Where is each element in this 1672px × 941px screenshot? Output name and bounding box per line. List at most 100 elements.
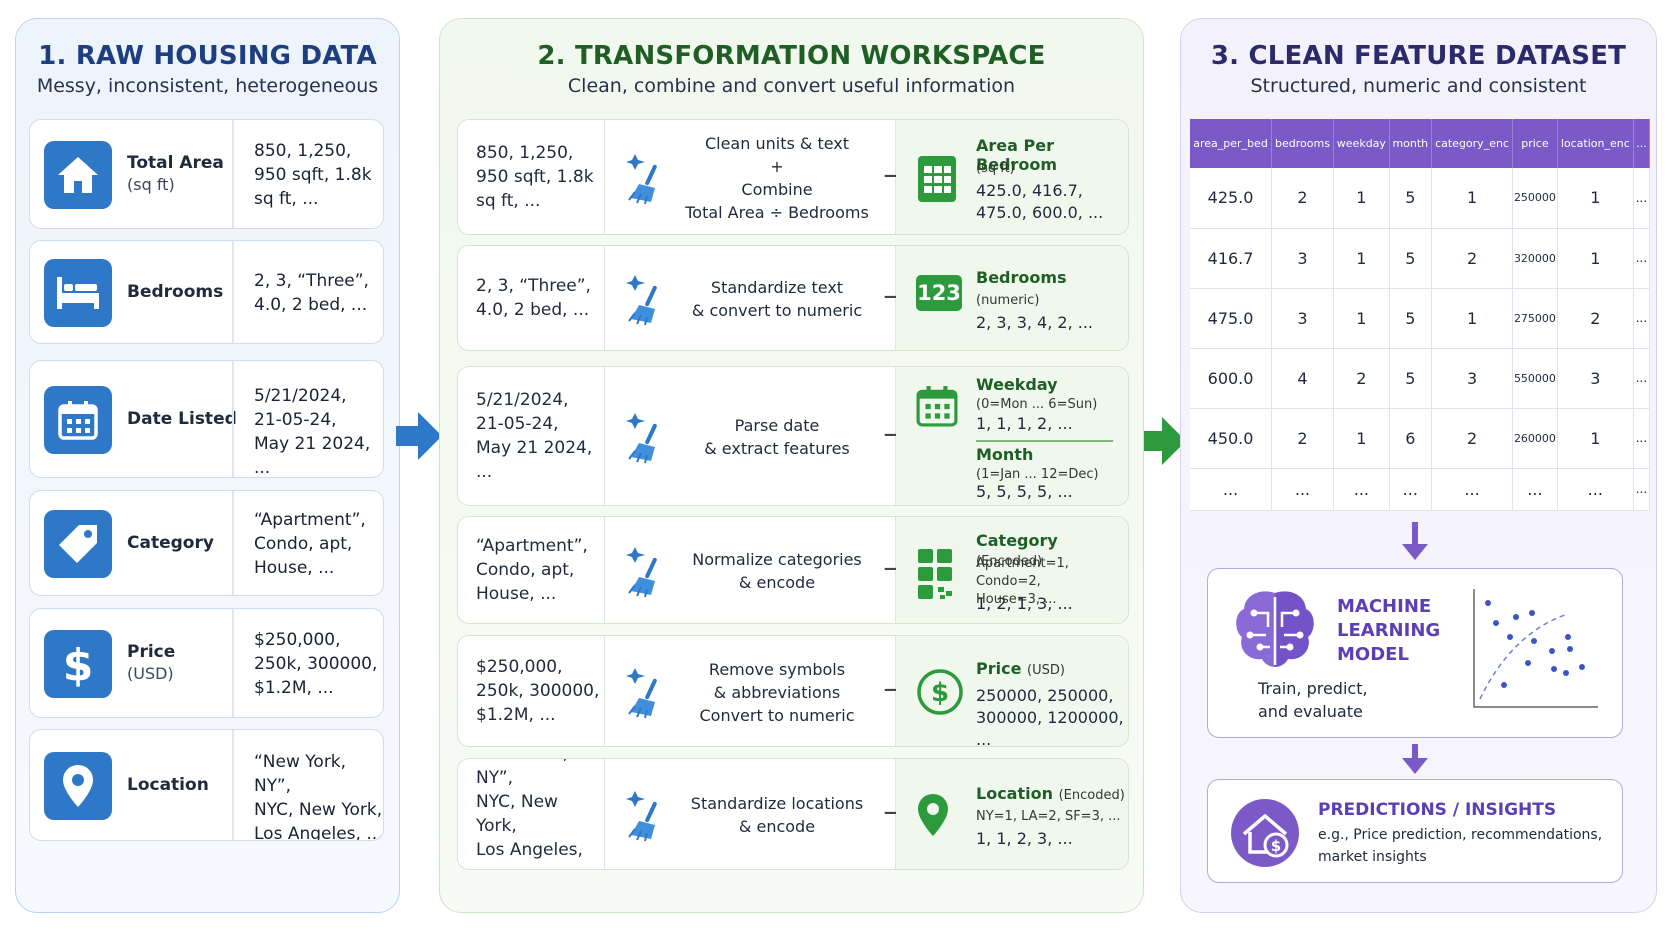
bed-icon [44, 259, 112, 327]
svg-text:$: $ [931, 678, 949, 708]
table-cell: 1 [1333, 288, 1390, 349]
table-cell: 2 [1431, 228, 1514, 289]
table-cell: ... [1633, 168, 1651, 229]
ml-model-box: MACHINE LEARNING MODEL Train, predict, a… [1207, 568, 1623, 738]
table-cell: ... [1190, 468, 1273, 511]
raw-panel-title: 1. RAW HOUSING DATA [38, 41, 377, 71]
table-cell: 250000 [1512, 168, 1558, 229]
transform-panel-title: 2. TRANSFORMATION WORKSPACE [537, 41, 1046, 71]
tag-icon [44, 510, 112, 578]
table-cell: ... [1633, 468, 1651, 511]
raw-row-bedrooms: Bedrooms 2, 3, “Three”, 4.0, 2 bed, ... [29, 240, 384, 344]
table-cell: 416.7 [1190, 228, 1273, 289]
calendar-icon [44, 386, 112, 454]
table-cell: ... [1389, 468, 1432, 511]
transform-row: $250,000, 250k, 300000, $1.2M, ... Remov… [457, 635, 1129, 747]
raw-row-values: 850, 1,250, 950 sqft, 1.8k sq ft, ... [254, 141, 372, 209]
grid-blocks-icon [916, 547, 956, 605]
column-header: category_enc [1431, 119, 1514, 168]
transform-output: $Price (USD) 250000, 250000, 300000, 120… [896, 636, 1128, 746]
output-title-2: Month [976, 445, 1034, 464]
broom-sparkle-icon [625, 409, 667, 469]
raw-row-label: Total Area(sq ft) [127, 153, 224, 194]
transform-step: Standardize text & convert to numeric → [605, 246, 905, 350]
transform-row: 5/21/2024, 21-05-24, May 21 2024, ... Pa… [457, 366, 1129, 506]
table-cell: ... [1633, 348, 1651, 409]
svg-text:$: $ [1271, 837, 1281, 855]
output-subtitle: (0=Mon ... 6=Sun) [976, 397, 1098, 412]
column-header: location_enc [1557, 119, 1634, 168]
table-cell: 3 [1431, 348, 1514, 409]
column-header: price [1512, 119, 1558, 168]
output-title: Price (USD) [976, 659, 1065, 678]
calendar-icon [916, 385, 958, 431]
table-cell: 550000 [1512, 348, 1558, 409]
table-cell: 1 [1431, 168, 1514, 229]
broom-sparkle-icon [625, 543, 667, 603]
house-icon [44, 141, 112, 209]
column-header: bedrooms [1271, 119, 1334, 168]
broom-sparkle-icon [625, 787, 667, 847]
raw-row-values: $250,000, 250k, 300000, $1.2M, ... [254, 630, 378, 698]
table-cell: 3 [1271, 288, 1334, 349]
output-title: Bedrooms [976, 268, 1067, 287]
table-cell: 1 [1333, 168, 1390, 229]
broom-sparkle-icon [625, 664, 667, 724]
raw-row-label: Bedrooms [127, 282, 224, 302]
raw-row-label: Category [127, 533, 214, 553]
transform-input-values: $250,000, 250k, 300000, $1.2M, ... [458, 636, 605, 746]
raw-row-date-listed: Date Listed 5/21/2024, 21-05-24, May 21 … [29, 360, 384, 478]
transform-row: “New York, NY”, NYC, New York, Los Angel… [457, 758, 1129, 870]
house-dollar-icon: $ [1231, 799, 1299, 867]
table-cell: ... [1633, 408, 1651, 469]
raw-row-label: Date Listed [127, 409, 237, 429]
raw-row-values: “New York, NY”, NYC, New York, Los Angel… [254, 752, 383, 841]
output-values: 1, 2, 1, 3, ... [976, 594, 1073, 613]
transform-row: “Apartment”, Condo, apt, House, ... Norm… [457, 516, 1129, 624]
table-cell: 450.0 [1190, 408, 1273, 469]
scatter-plot-icon [1473, 589, 1598, 708]
output-title: Category (Encoded) [976, 531, 1058, 569]
transform-row: 2, 3, “Three”, 4.0, 2 bed, ... Standardi… [457, 245, 1129, 351]
table-cell: 260000 [1512, 408, 1558, 469]
numeric-123-icon: 123 [916, 275, 962, 311]
raw-row-label: Price(USD) [127, 642, 176, 683]
output-values: 1, 1, 2, 3, ... [976, 829, 1073, 848]
table-row: ........................ [1190, 468, 1651, 511]
raw-row-values: 5/21/2024, 21-05-24, May 21 2024, ... [254, 386, 371, 478]
output-title: Area Per Bedroom [976, 136, 1058, 174]
output-subtitle-2: (1=Jan ... 12=Dec) [976, 467, 1099, 482]
output-values: 2, 3, 3, 4, 2, ... [976, 313, 1094, 332]
location-pin-icon [44, 752, 112, 820]
column-header: weekday [1333, 119, 1390, 168]
transform-output: Location (Encoded) NY=1, LA=2, SF=3, ...… [896, 759, 1128, 869]
table-cell: 320000 [1512, 228, 1558, 289]
transform-step: Parse date & extract features → [605, 367, 905, 505]
output-values-2: 5, 5, 5, 5, ... [976, 482, 1073, 501]
transform-step: Remove symbols & abbreviations Convert t… [605, 636, 905, 746]
table-cell: 5 [1389, 348, 1432, 409]
ml-title: MACHINE LEARNING MODEL [1337, 596, 1441, 665]
table-cell: 2 [1333, 348, 1390, 409]
clean-panel-title: 3. CLEAN FEATURE DATASET [1210, 41, 1627, 71]
output-values: 425.0, 416.7, 475.0, 600.0, ... [976, 181, 1104, 222]
broom-sparkle-icon [625, 150, 667, 210]
raw-row-total-area: Total Area(sq ft) 850, 1,250, 950 sqft, … [29, 119, 384, 229]
table-cell: ... [1557, 468, 1634, 511]
transform-input-values: “New York, NY”, NYC, New York, Los Angel… [458, 759, 605, 869]
transform-step-text: Normalize categories & encode [692, 550, 862, 592]
raw-row-price: $ Price(USD) $250,000, 250k, 300000, $1.… [29, 608, 384, 718]
transform-step-text: Standardize text & convert to numeric [691, 278, 863, 320]
table-cell: 275000 [1512, 288, 1558, 349]
table-cell: 5 [1389, 168, 1432, 229]
table-cell: ... [1633, 288, 1651, 349]
table-cell: 1 [1333, 228, 1390, 289]
table-cell: 600.0 [1190, 348, 1273, 409]
transform-input-values: 850, 1,250, 950 sqft, 1.8k sq ft, ... [458, 120, 605, 234]
spreadsheet-icon [916, 154, 958, 208]
down-arrow-icon [1402, 522, 1428, 560]
